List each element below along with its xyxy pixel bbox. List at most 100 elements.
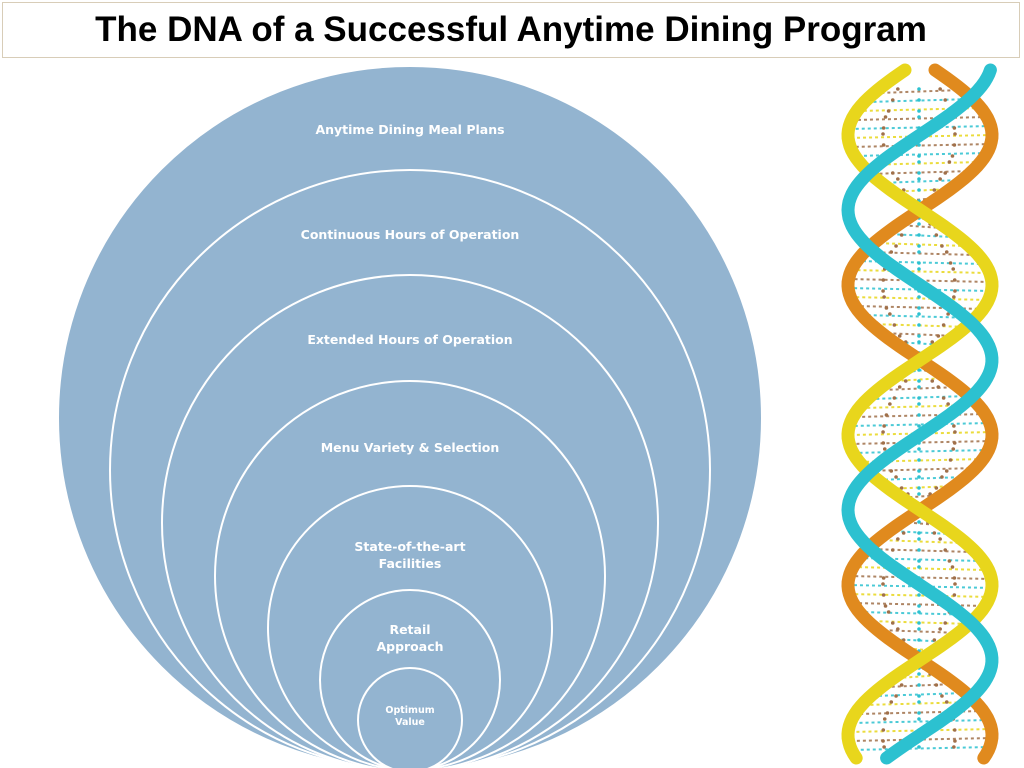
dna-atom xyxy=(948,458,953,462)
dna-atom xyxy=(917,486,921,490)
dna-base-pair xyxy=(859,161,981,166)
dna-atom xyxy=(899,233,904,237)
dna-atom xyxy=(889,469,894,473)
dna-double-helix-icon xyxy=(841,63,999,765)
dna-atom xyxy=(885,711,890,715)
dna-atom xyxy=(917,171,921,175)
dna-atom xyxy=(950,154,955,158)
dna-base-pair xyxy=(850,296,990,301)
dna-atom xyxy=(917,295,921,299)
dna-atom xyxy=(953,739,957,743)
dna-base-pair xyxy=(851,269,989,274)
dna-atom xyxy=(943,621,948,625)
dna-atom xyxy=(897,385,902,389)
dna-atom xyxy=(917,638,921,642)
dna-atom xyxy=(951,447,956,451)
dna-atom xyxy=(941,323,946,327)
dna-atom xyxy=(952,593,957,597)
dna-atom xyxy=(903,379,908,383)
title-box: The DNA of a Successful Anytime Dining P… xyxy=(2,2,1020,58)
dna-atom xyxy=(917,312,921,316)
dna-atom xyxy=(896,87,900,91)
dna-atom xyxy=(932,531,937,535)
dna-atom xyxy=(894,694,898,698)
dna-atom xyxy=(883,604,888,608)
dna-atom xyxy=(938,627,942,631)
dna-atom xyxy=(948,261,953,265)
dna-atom xyxy=(952,728,957,732)
dna-atom xyxy=(882,745,886,749)
dna-atom xyxy=(932,188,937,192)
dna-atom xyxy=(917,565,921,569)
dna-atom xyxy=(917,244,921,248)
dna-atom xyxy=(917,115,921,119)
dna-atom xyxy=(932,638,937,642)
dna-atom xyxy=(944,250,949,254)
dna-atom xyxy=(951,267,956,271)
dna-atom xyxy=(917,717,921,721)
dna-atom xyxy=(952,576,957,580)
dna-atom xyxy=(881,582,885,586)
dna-atom xyxy=(934,233,939,237)
dna-atom xyxy=(953,430,957,434)
dna-atom xyxy=(917,402,921,406)
dna-atom xyxy=(917,745,921,749)
dna-atom xyxy=(917,683,921,687)
dna-atom xyxy=(952,424,956,428)
dna-atom xyxy=(881,739,885,743)
dna-atom xyxy=(881,728,886,732)
dna-base-pair xyxy=(881,332,959,337)
dna-atom xyxy=(953,289,957,293)
dna-atom xyxy=(901,531,906,535)
dna-atom xyxy=(936,334,941,338)
ring-optimum-value xyxy=(357,667,463,768)
dna-atom xyxy=(892,396,897,400)
dna-atom xyxy=(953,582,957,586)
dna-strand xyxy=(841,63,999,765)
dna-atom xyxy=(944,700,949,704)
dna-base-pair xyxy=(851,449,989,454)
dna-atom xyxy=(917,98,921,102)
dna-atom xyxy=(934,486,939,490)
dna-atom xyxy=(952,143,957,147)
dna-atom xyxy=(881,430,885,434)
dna-atom xyxy=(917,475,921,479)
ring-label-facilities: Facilities xyxy=(379,556,442,571)
dna-atom xyxy=(886,109,891,113)
dna-atom xyxy=(897,334,902,338)
dna-atom xyxy=(917,323,921,327)
dna-atom xyxy=(917,627,921,631)
dna-atom xyxy=(917,424,921,428)
dna-atom xyxy=(952,126,957,130)
dna-atom xyxy=(917,447,921,451)
dna-atom xyxy=(917,379,921,383)
dna-atom xyxy=(890,548,895,552)
dna-atom xyxy=(917,492,921,496)
dna-atom xyxy=(947,559,952,563)
dna-base-pair xyxy=(881,386,959,391)
ring-label-extended-hours: Extended Hours of Operation xyxy=(307,332,512,347)
dna-atom xyxy=(881,126,886,130)
dna-atom xyxy=(943,98,948,102)
ring-label-optimum-value: Optimum xyxy=(385,705,434,716)
dna-atom xyxy=(882,424,886,428)
dna-atom xyxy=(890,171,895,175)
dna-atom xyxy=(917,458,921,462)
dna-base-pair xyxy=(877,539,963,544)
dna-atom xyxy=(917,520,921,524)
dna-atom xyxy=(917,177,921,181)
dna-atom xyxy=(917,222,921,226)
dna-atom xyxy=(952,441,957,445)
dna-atom xyxy=(917,672,921,676)
dna-base-pair xyxy=(853,566,987,571)
dna-atom xyxy=(947,160,952,164)
dna-atom xyxy=(884,413,889,417)
dna-atom xyxy=(881,289,885,293)
dna-atom xyxy=(940,694,944,698)
dna-atom xyxy=(917,385,921,389)
dna-atom xyxy=(930,379,935,383)
dna-atom xyxy=(896,627,900,631)
dna-atom xyxy=(881,441,886,445)
dna-atom xyxy=(952,745,956,749)
dna-atom xyxy=(883,115,888,119)
